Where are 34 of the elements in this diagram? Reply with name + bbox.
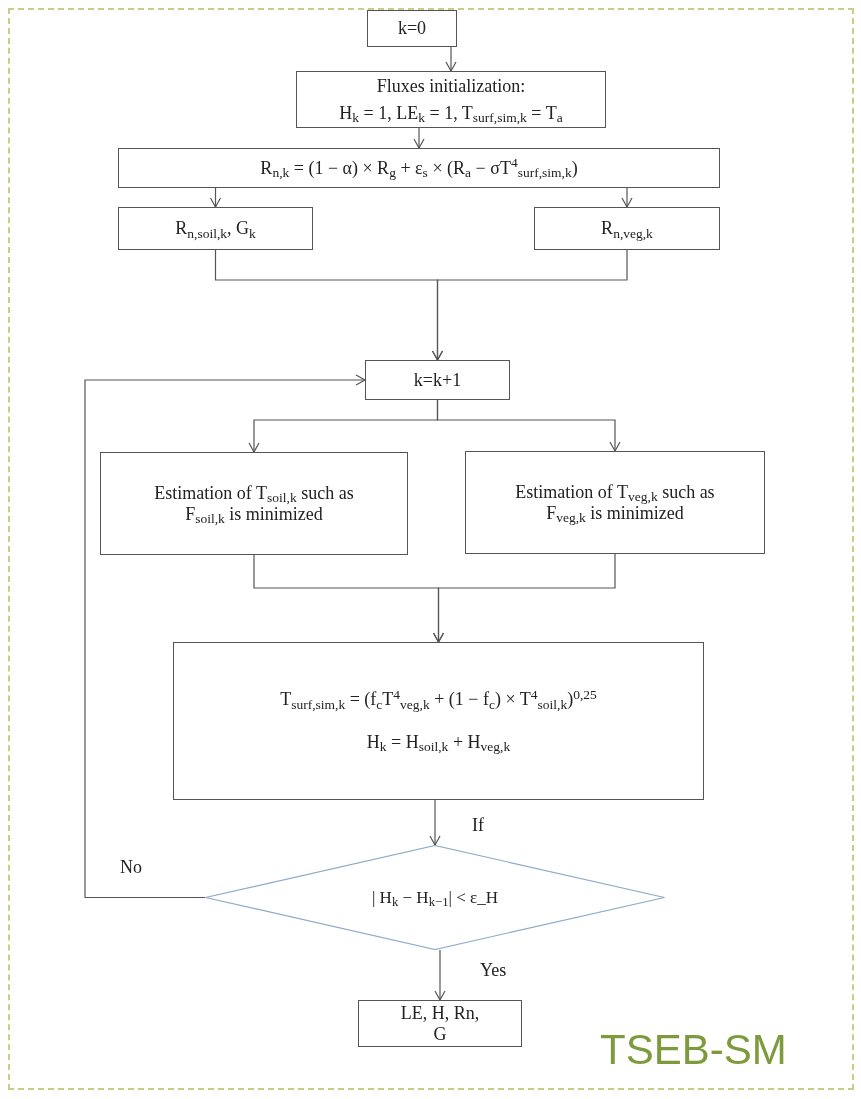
process-box xyxy=(118,207,313,250)
process-box xyxy=(118,148,720,188)
box-text: LE, H, Rn, G xyxy=(399,1002,481,1045)
arrow xyxy=(436,399,621,452)
box-text: k=k+1 xyxy=(413,369,462,391)
arrow xyxy=(429,799,441,846)
box-text: R$_{n,k}$ = (1 − α) × R$_{g}$ + ε$_{s}$ × (R$_{a}$ − σT$^{4}$$_{surf,sim,k}$) xyxy=(260,157,578,179)
arrow xyxy=(209,187,222,208)
process-box xyxy=(173,642,704,800)
process-box xyxy=(100,452,408,555)
arrow xyxy=(413,127,425,149)
box-text: R$_{n,veg,k}$ xyxy=(601,218,653,239)
process-box xyxy=(365,360,510,400)
model-name: TSEB-SM xyxy=(600,1025,787,1075)
box-text: Estimation of T$_{soil,k}$ such as F$_{soil,k}$ is minimized xyxy=(153,482,355,525)
process-box xyxy=(534,207,720,250)
arrow xyxy=(431,249,628,361)
arrow xyxy=(434,949,446,1001)
box-text: H$_{k}$ = 1, LE$_{k}$ = 1, T$_{surf,sim,k}$ = T$_{a}$ xyxy=(339,102,563,124)
box-text: T$_{surf,sim,k}$ = (f$_{c}$T$^{4}$$_{veg,k}$ + (1 − f$_{c}$) × T$^{4}$$_{soil,k}$)$^{0,25}$ xyxy=(280,689,597,710)
arrow xyxy=(432,553,616,643)
box-text: H$_{k}$ = H$_{soil,k}$ + H$_{veg,k}$ xyxy=(366,732,511,753)
box-text: k=0 xyxy=(397,18,427,39)
process-box xyxy=(296,71,606,128)
process-box xyxy=(358,1000,522,1047)
condition-text: | H$_{k}$ − H$_{k−1}$| < ε_H xyxy=(371,886,498,911)
box-text: R$_{n,soil,k}$, G$_{k}$ xyxy=(175,218,256,239)
arrow xyxy=(445,46,457,72)
box-heading: Fluxes initialization: xyxy=(376,75,526,97)
process-box xyxy=(367,10,457,47)
arrow xyxy=(84,374,366,899)
process-box xyxy=(465,451,765,554)
arrow xyxy=(621,187,633,208)
box-text: Estimation of T$_{veg,k}$ such as F$_{veg,k}$ is minimized xyxy=(514,481,716,524)
